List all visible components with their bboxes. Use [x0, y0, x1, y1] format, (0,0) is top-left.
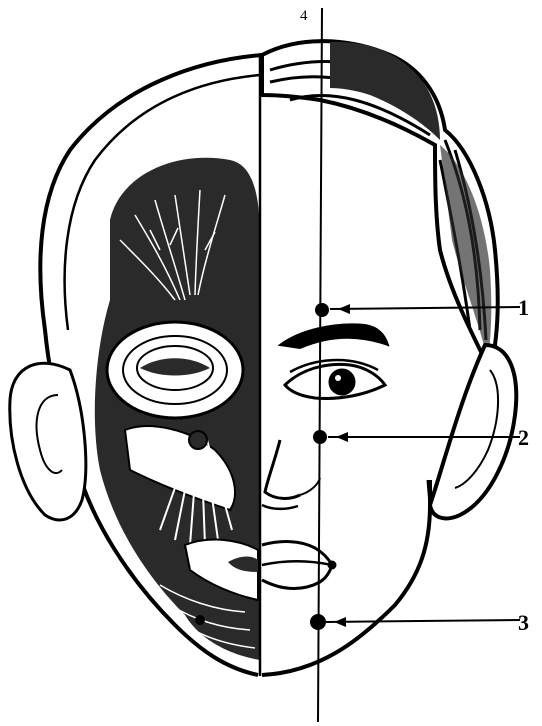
right-ear: [430, 345, 516, 518]
label-2: 2: [518, 425, 529, 450]
hair: [262, 41, 498, 370]
label-4: 4: [300, 8, 308, 24]
label-1: 1: [518, 295, 529, 320]
muscle-half: [95, 158, 260, 660]
left-ear: [10, 363, 86, 520]
point-3-marker: [310, 614, 520, 630]
face-features: [262, 324, 430, 588]
label-3: 3: [518, 610, 529, 635]
